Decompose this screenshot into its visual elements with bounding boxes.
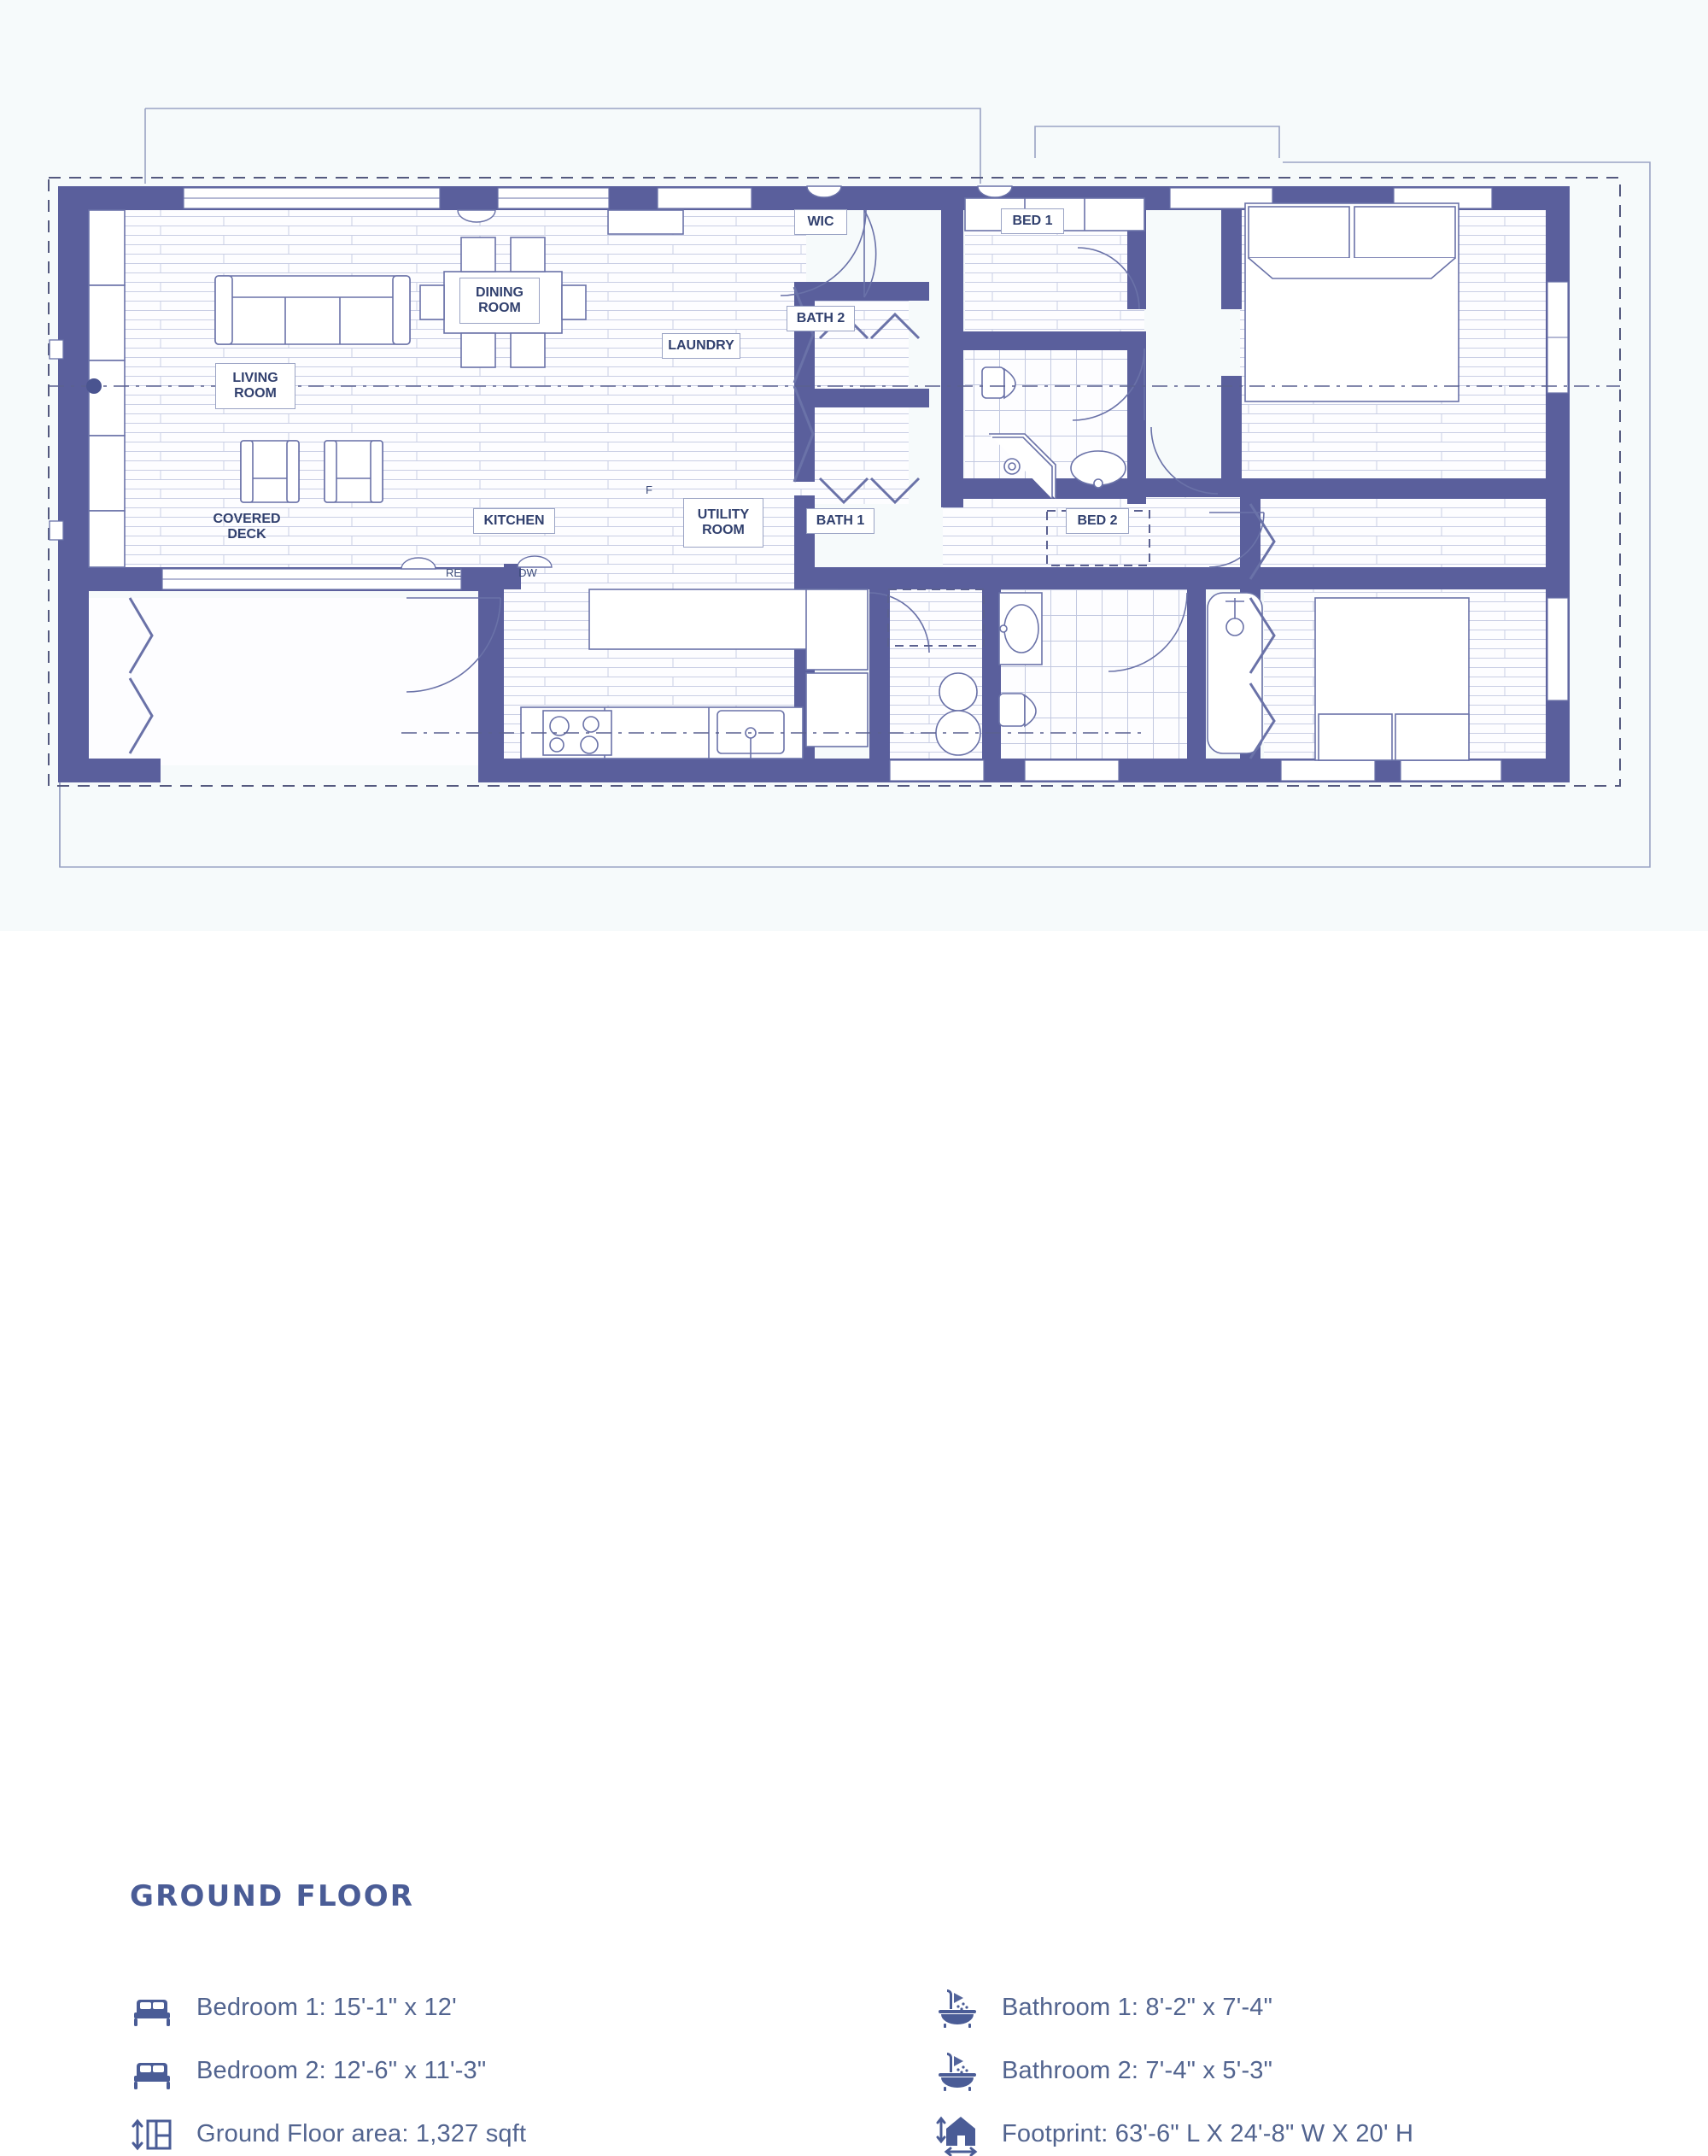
building-setback-dashed — [48, 177, 1621, 787]
bathtub-icon — [939, 2053, 976, 2091]
kitchen-island — [588, 589, 838, 650]
bed-1-furniture — [1244, 202, 1459, 402]
bifold-doors — [128, 286, 1276, 759]
floor-plan-canvas: LIVING ROOM DINING ROOM LAUNDRY WIC BATH… — [0, 0, 1708, 931]
bath2-sink — [1070, 450, 1126, 489]
kitchen-sink — [717, 710, 785, 759]
legend-item-floor-area: Ground Floor area: 1,327 sqft — [130, 2112, 526, 2156]
windows — [161, 187, 1569, 782]
armchair-right — [324, 440, 383, 503]
legend-item-bedroom-2: Bedroom 2: 12'-6" x 11'-3" — [130, 2048, 486, 2093]
centerlines — [49, 385, 1620, 734]
room-label-kitchen: KITCHEN — [473, 508, 555, 534]
bath1-toilet — [998, 693, 1037, 728]
bath2-shower — [989, 433, 1056, 499]
legend-label: Bathroom 2: 7'-4" x 5'-3" — [1002, 2056, 1273, 2084]
legend-item-bedroom-1: Bedroom 1: 15'-1" x 12' — [130, 1985, 457, 2030]
sofa — [214, 275, 411, 345]
room-label-bed-2: BED 2 — [1066, 508, 1129, 534]
left-builtins — [88, 209, 126, 568]
room-label-bed-1: BED 1 — [1001, 208, 1064, 234]
bath1-tub — [1207, 592, 1263, 754]
floor-area-icon — [132, 2118, 172, 2151]
bed-2-furniture — [1314, 597, 1470, 761]
appliance-label-refrigerator: F — [646, 483, 652, 496]
ceiling-fixtures — [401, 185, 1013, 570]
floor-plan-drawing — [48, 108, 1651, 868]
legend-label: Bedroom 1: 15'-1" x 12' — [196, 1993, 457, 2021]
bed-icon — [134, 2000, 170, 2026]
room-label-utility-room: UTILITY ROOM — [683, 498, 763, 548]
room-label-bath-2: BATH 2 — [787, 306, 855, 331]
appliance-label-range: RE — [445, 565, 462, 579]
console-table — [607, 209, 684, 235]
bed-icon — [134, 2063, 170, 2089]
room-label-dining-room: DINING ROOM — [459, 278, 540, 324]
legend-label: Footprint: 63'-6" L X 24'-8" W X 20' H — [1002, 2119, 1414, 2147]
legend-item-bathroom-2: Bathroom 2: 7'-4" x 5'-3" — [935, 2048, 1272, 2093]
refrigerator-unit — [805, 589, 869, 747]
armchair-left — [240, 440, 300, 503]
bath1-vanity — [998, 592, 1043, 665]
legend-panel: GROUND FLOOR Bedroom 1: 15'-1" x 12' — [0, 931, 1708, 2156]
room-label-wic: WIC — [794, 209, 847, 235]
legend-item-footprint: Footprint: 63'-6" L X 24'-8" W X 20' H — [935, 2112, 1413, 2156]
bathtub-icon — [939, 1989, 976, 2028]
appliance-label-dishwasher: DW — [518, 565, 537, 579]
centerline-node — [86, 378, 102, 394]
room-label-living-room: LIVING ROOM — [215, 363, 295, 409]
room-label-laundry: LAUNDRY — [662, 333, 740, 359]
room-label-bath-1: BATH 1 — [806, 508, 874, 534]
furniture — [88, 197, 1470, 761]
room-label-covered-deck: COVERED DECK — [213, 512, 281, 542]
page-title: GROUND FLOOR — [130, 1879, 415, 1913]
legend-label: Bathroom 1: 8'-2" x 7'-4" — [1002, 1993, 1273, 2021]
roof-nub — [1034, 126, 1280, 158]
exterior-markers — [49, 339, 64, 541]
bath2-toilet — [981, 366, 1016, 400]
legend-item-bathroom-1: Bathroom 1: 8'-2" x 7'-4" — [935, 1985, 1272, 2030]
legend-label: Bedroom 2: 12'-6" x 11'-3" — [196, 2056, 487, 2084]
footprint-icon — [936, 2116, 978, 2156]
legend-label: Ground Floor area: 1,327 sqft — [196, 2119, 527, 2147]
